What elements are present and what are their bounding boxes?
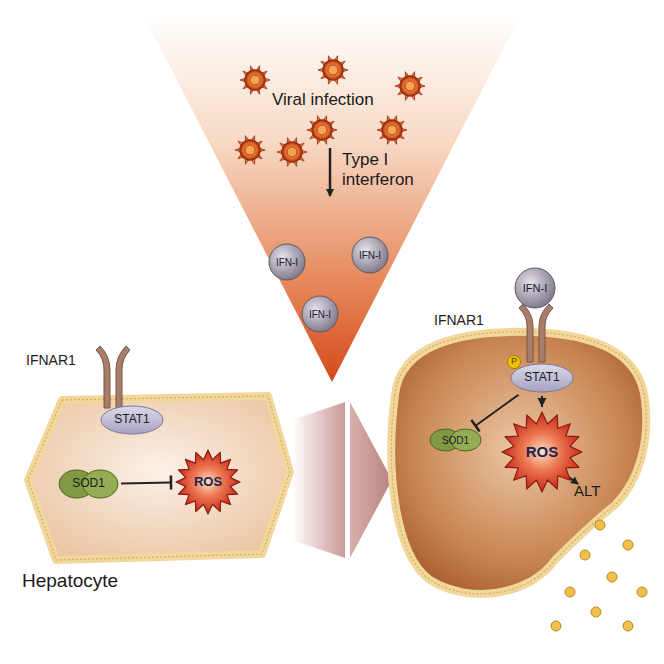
node-text: STAT1 bbox=[114, 413, 150, 426]
virus-icon bbox=[318, 56, 348, 85]
ifn-ball: IFN-I bbox=[514, 267, 556, 309]
ros-burst: ROS bbox=[501, 411, 583, 493]
membrane-line bbox=[391, 332, 646, 594]
cell-label: Hepatocyte bbox=[22, 570, 118, 592]
inhibition-connector bbox=[121, 476, 171, 490]
node-text: SOD1 bbox=[72, 477, 105, 490]
node-text: ROS bbox=[194, 475, 222, 489]
virus-icon bbox=[307, 116, 337, 145]
ifn-ball: IFN-I bbox=[301, 295, 339, 333]
pathway-label: Type I interferon bbox=[342, 150, 434, 189]
sod1-enzyme: SOD1 bbox=[59, 469, 118, 499]
virus-icon bbox=[240, 66, 270, 95]
node-text: IFN-I bbox=[359, 250, 381, 261]
gradient-triangle bbox=[142, 12, 522, 382]
node-text: IFN-I bbox=[523, 282, 547, 294]
activation-arrow bbox=[538, 396, 547, 407]
node-text: IFN-I bbox=[309, 309, 331, 320]
stat1-protein: STAT1 bbox=[100, 405, 164, 435]
inhibition-connector bbox=[471, 395, 518, 432]
damaged-hepatocyte bbox=[391, 332, 646, 594]
enzyme-label: ALT bbox=[574, 482, 600, 499]
stimulus-label: Viral infection bbox=[272, 90, 374, 110]
ifn-ball: IFN-I bbox=[351, 236, 389, 274]
ifnar1-receptor bbox=[519, 304, 553, 362]
receptor-label: IFNAR1 bbox=[434, 312, 484, 328]
stat1-protein: STAT1 bbox=[510, 363, 574, 393]
node-text: ROS bbox=[526, 444, 559, 461]
hepatocyte-membrane bbox=[28, 396, 290, 560]
ifnar1-receptor bbox=[96, 346, 130, 408]
node-text: SOD1 bbox=[442, 435, 469, 446]
sod1-enzyme: SOD1 bbox=[430, 428, 481, 452]
transition-arrow-head bbox=[350, 402, 392, 558]
virus-icon bbox=[395, 72, 425, 101]
down-arrow bbox=[329, 148, 332, 196]
transition-arrow-body bbox=[292, 402, 345, 558]
receptor-label: IFNAR1 bbox=[26, 352, 76, 368]
virus-icon bbox=[277, 138, 307, 167]
ifn-ball: IFN-I bbox=[268, 243, 306, 281]
node-text: P bbox=[511, 357, 517, 367]
node-text: IFN-I bbox=[276, 257, 298, 268]
membrane-line bbox=[28, 396, 290, 560]
node-text: STAT1 bbox=[524, 371, 560, 384]
alt-particles bbox=[551, 520, 647, 631]
phospho-dot: P bbox=[507, 355, 521, 369]
virus-icon bbox=[235, 136, 265, 165]
virus-icon bbox=[377, 116, 407, 145]
ros-burst: ROS bbox=[175, 449, 241, 515]
